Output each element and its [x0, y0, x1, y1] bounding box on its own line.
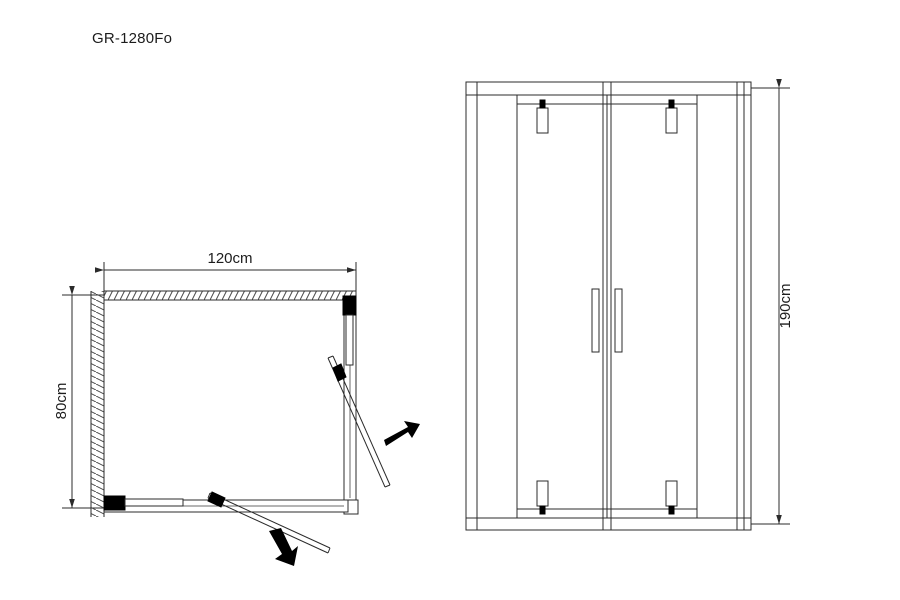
elevation-view: 190cm	[465, 79, 794, 531]
elevation-height-dimension-label: 190cm	[777, 283, 794, 328]
elevation-center-stiles	[602, 81, 612, 531]
plan-right-door-assembly	[327, 295, 420, 515]
plan-width-dimension: 120cm	[95, 250, 357, 300]
elevation-top-right-hinge	[665, 99, 678, 134]
elevation-bottom-right-hinge	[665, 480, 678, 515]
plan-right-swing-leaf	[327, 355, 391, 488]
plan-right-swing-arrow	[384, 421, 420, 446]
plan-top-wall	[104, 290, 356, 301]
elevation-right-door-handle	[614, 288, 623, 353]
plan-bottom-swing-leaf	[207, 491, 331, 554]
elevation-bottom-left-hinge	[536, 480, 549, 515]
elevation-height-dimension: 190cm	[751, 79, 794, 525]
elevation-left-door-handle	[591, 288, 600, 353]
elevation-top-left-hinge	[536, 99, 549, 134]
plan-bottom-door-assembly	[103, 491, 349, 566]
plan-depth-dimension-label: 80cm	[53, 383, 70, 420]
plan-left-wall	[90, 291, 105, 517]
page-title: GR-1280Fo	[92, 30, 173, 47]
plan-width-dimension-label: 120cm	[207, 250, 252, 267]
plan-view: 120cm 80cm	[53, 250, 420, 566]
plan-bottom-swing-arrow	[269, 528, 298, 566]
